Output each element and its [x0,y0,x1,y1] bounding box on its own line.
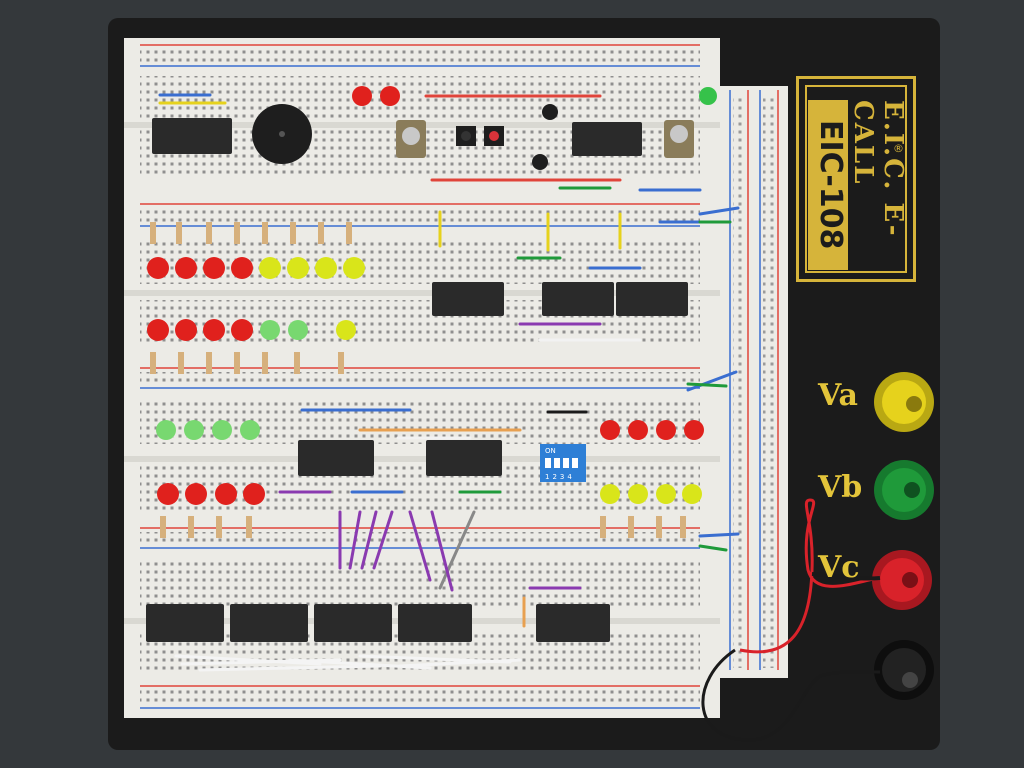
led [259,257,281,279]
ic-chip [616,282,688,316]
led [231,319,253,341]
binding-post-vc [872,550,932,610]
brand-plate [796,76,916,282]
led [352,86,372,106]
led [336,320,356,340]
led-row-4 [157,483,702,505]
ic-chip [426,440,502,476]
power-cable-red [739,498,881,654]
vc-label: Vc [818,550,860,585]
resistors [150,222,686,538]
led [343,257,365,279]
led [175,257,197,279]
led [682,484,702,504]
push-button [456,126,504,146]
ic-chip [298,440,374,476]
dip-switch-on-label: ON [545,447,556,455]
ic-chip [432,282,504,316]
led [600,484,620,504]
led [231,257,253,279]
side-rail-breadboard [720,86,788,678]
ic-chip [542,282,614,316]
ic-chip [230,604,308,642]
va-label: Va [818,378,858,413]
led [147,319,169,341]
led [175,319,197,341]
led-row-2 [147,319,356,341]
led [156,420,176,440]
vb-label: Vb [818,470,863,505]
led [203,257,225,279]
led [628,484,648,504]
model-label: EIC-108 [808,100,848,270]
led [157,483,179,505]
brand-label: E.I.C. E-CALL [848,100,908,238]
led [287,257,309,279]
led [260,320,280,340]
jumper-wires [158,93,740,628]
led [288,320,308,340]
capacitor [532,154,548,170]
ic-chip [314,604,392,642]
led [600,420,620,440]
led [684,420,704,440]
binding-post-vb [874,460,934,520]
ic-chip [398,604,472,642]
ic-chips [146,118,688,642]
led [656,420,676,440]
led [212,420,232,440]
led [628,420,648,440]
led [243,483,265,505]
led [147,257,169,279]
binding-post-va [874,372,934,432]
led [656,484,676,504]
binding-post-ground [874,640,934,700]
capacitor [542,104,558,120]
ic-chip [536,604,610,642]
registered-mark: ® [893,142,904,155]
ic-chip [152,118,232,154]
ic-chip [572,122,642,156]
led [184,420,204,440]
led [699,87,717,105]
white-jumper-bundle [174,654,522,672]
led [215,483,237,505]
ic-chip [146,604,224,642]
led [203,319,225,341]
led [185,483,207,505]
led [315,257,337,279]
toggle-switch [396,120,694,158]
led [240,420,260,440]
led [380,86,400,106]
led-row-3 [156,420,704,440]
led-row-top [352,86,400,106]
dip-switch-numbers: 1234 [545,473,575,481]
led-row-1 [147,257,365,279]
power-cable-black [701,648,881,742]
